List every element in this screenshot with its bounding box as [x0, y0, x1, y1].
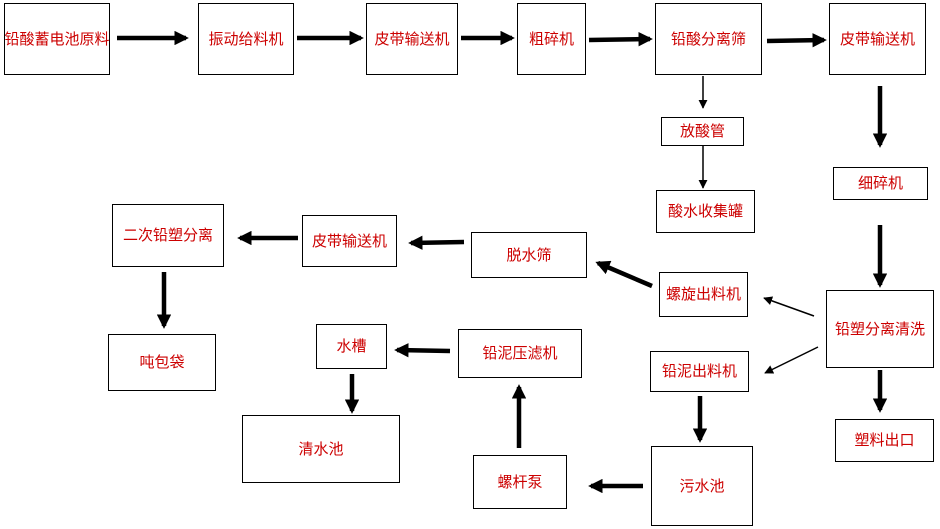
node-belt1: 皮带输送机	[366, 3, 458, 75]
arrow-wash-screw-out	[763, 296, 815, 317]
arrow-wash-mud-out	[764, 346, 819, 374]
node-trough: 水槽	[316, 324, 387, 369]
node-belt3: 皮带输送机	[302, 215, 397, 267]
node-bag: 吨包袋	[108, 334, 216, 391]
node-fine: 细碎机	[833, 167, 928, 200]
arrow-acid-sep-belt2	[766, 33, 827, 48]
node-clear: 清水池	[242, 415, 400, 483]
node-mud-out: 铅泥出料机	[650, 351, 749, 392]
arrow-crusher-acid-sep	[588, 31, 653, 47]
arrow-screw-out-dewater	[595, 260, 653, 289]
node-raw: 铅酸蓄电池原料	[4, 3, 110, 75]
node-belt2: 皮带输送机	[829, 3, 926, 75]
node-dewater: 脱水筛	[471, 232, 587, 278]
node-acid-tank: 酸水收集罐	[656, 190, 755, 233]
node-sewage: 污水池	[651, 446, 753, 526]
node-plastic-out: 塑料出口	[835, 419, 934, 462]
node-screw-out: 螺旋出料机	[659, 272, 748, 317]
node-acid-sep: 铅酸分离筛	[655, 3, 762, 75]
arrow-press-trough	[394, 343, 451, 358]
node-sep2: 二次铅塑分离	[112, 204, 224, 267]
node-feeder: 振动给料机	[198, 3, 294, 75]
arrow-dewater-belt3	[408, 235, 465, 250]
node-pump: 螺杆泵	[473, 455, 567, 509]
node-wash: 铅塑分离清洗	[826, 290, 934, 368]
node-crusher: 粗碎机	[517, 3, 586, 75]
node-acid-pipe: 放酸管	[661, 117, 744, 146]
node-press: 铅泥压滤机	[458, 329, 582, 378]
